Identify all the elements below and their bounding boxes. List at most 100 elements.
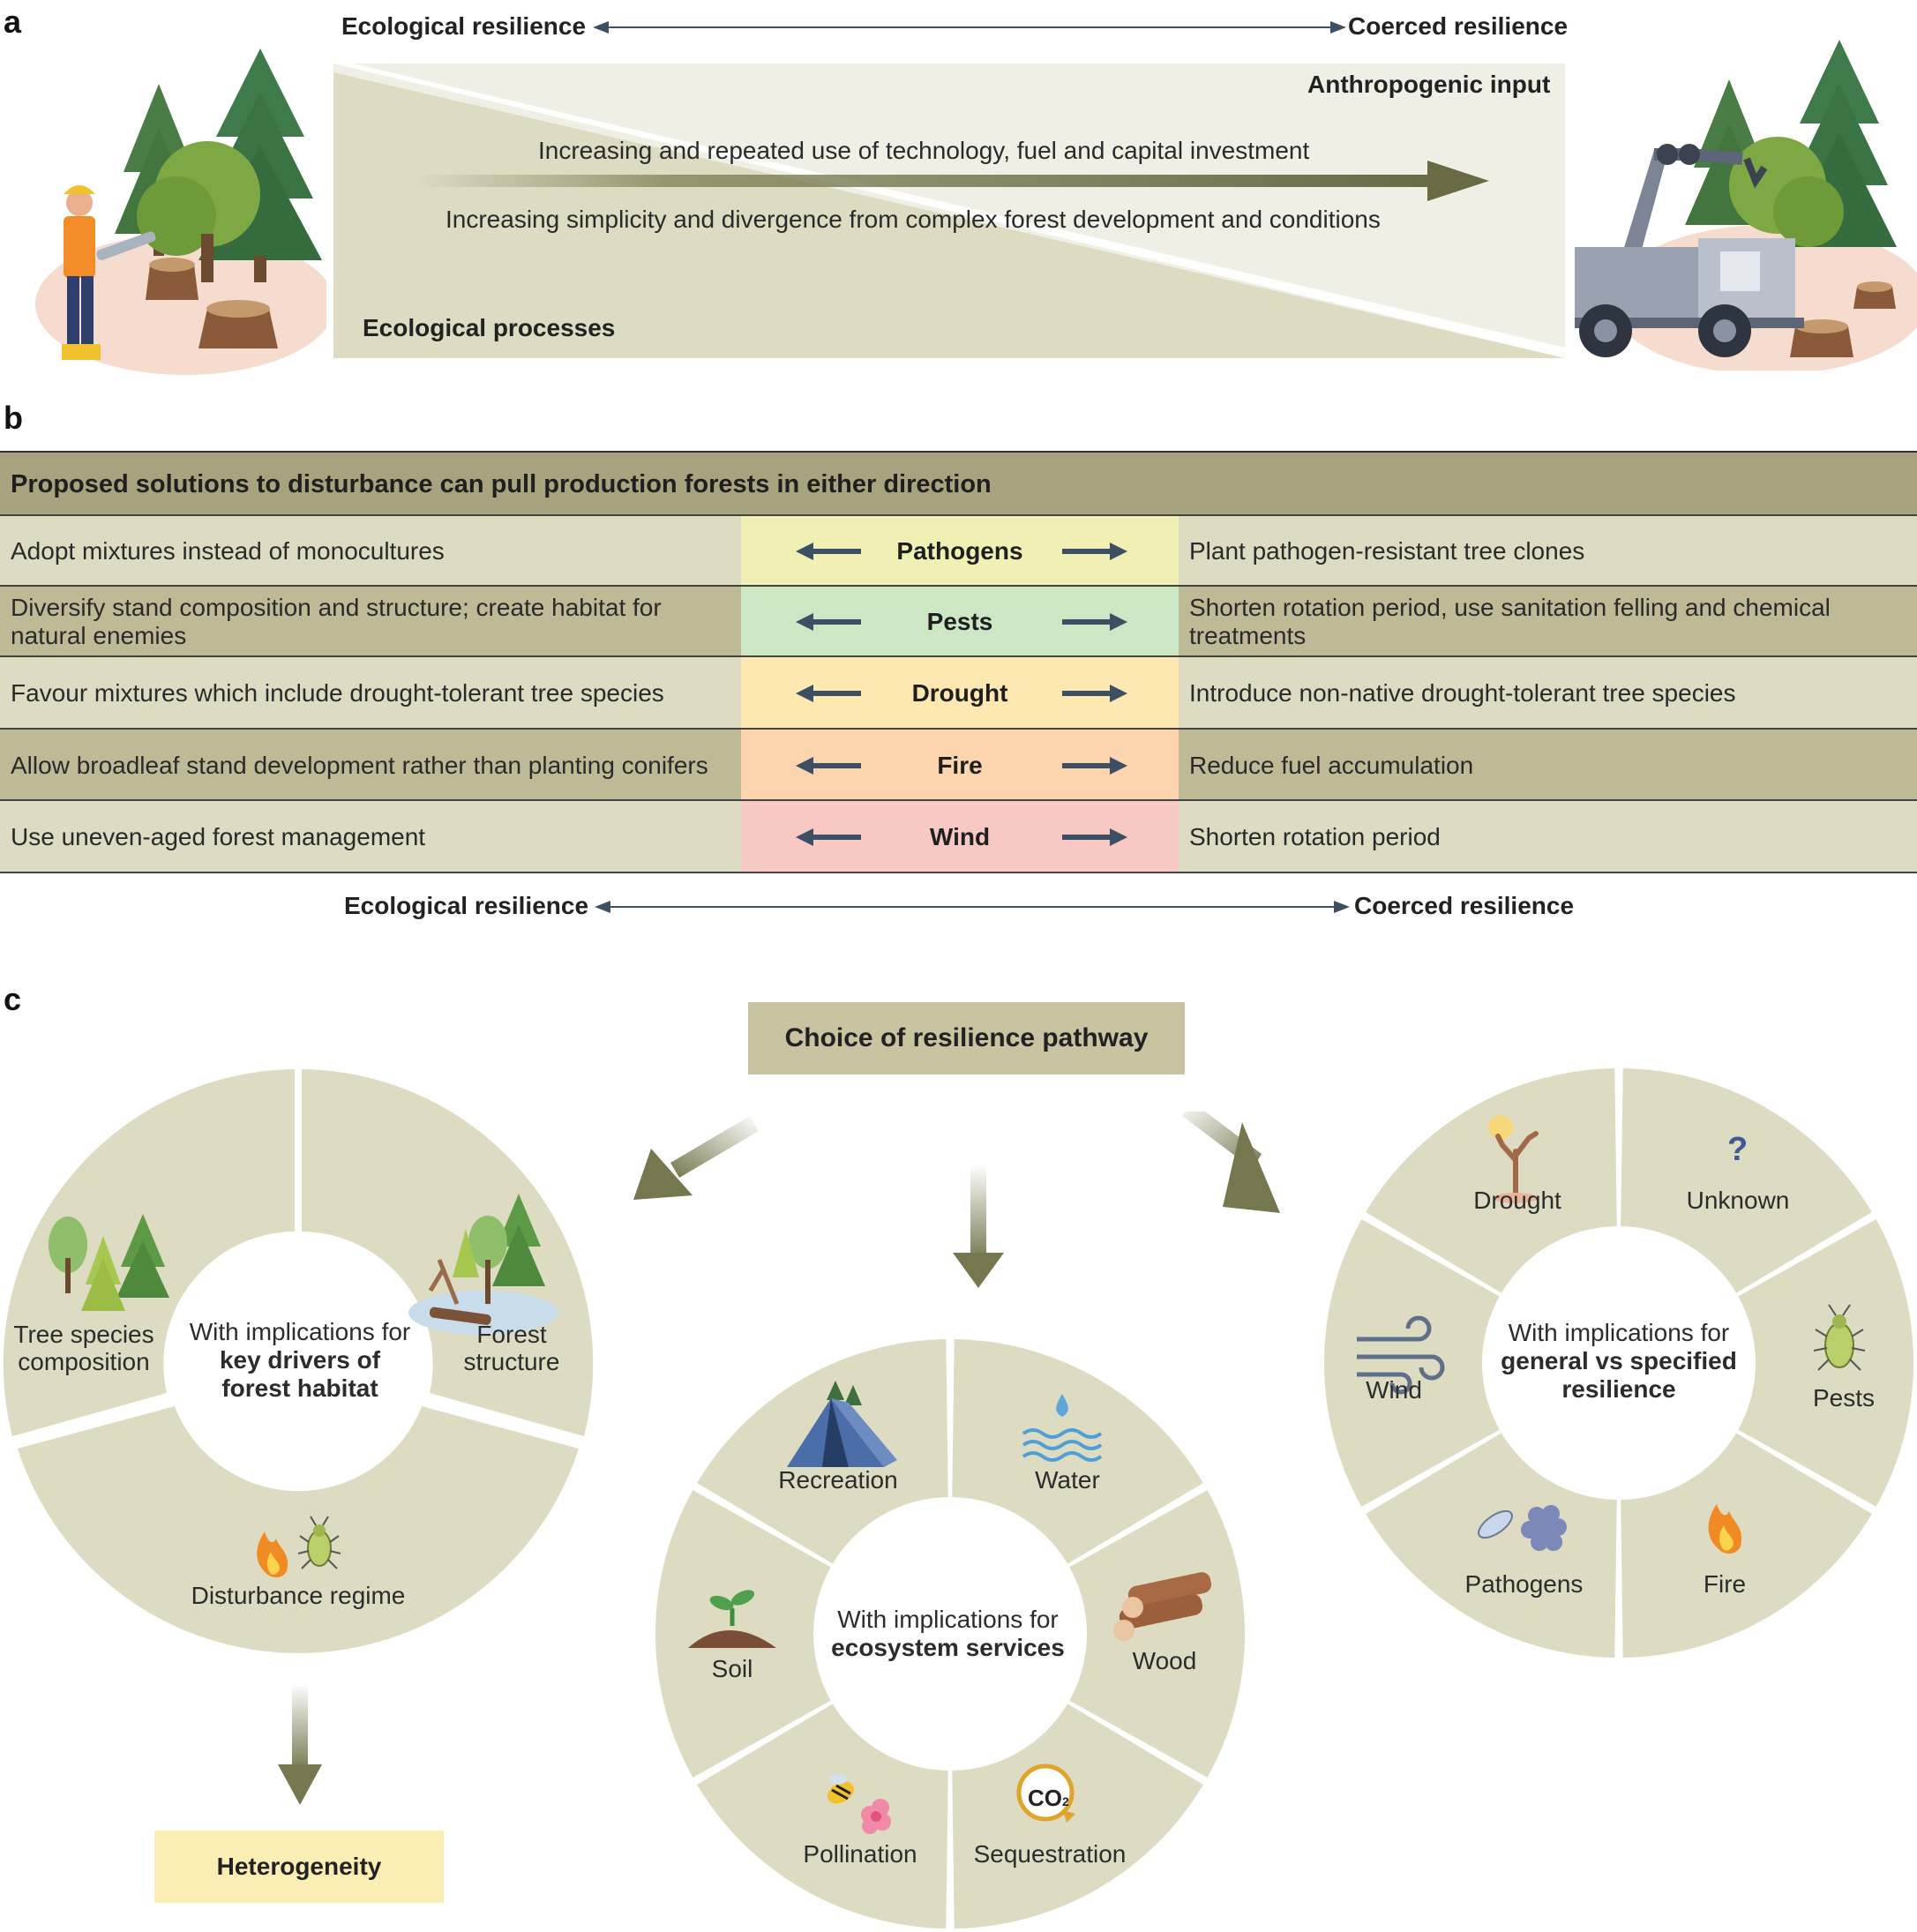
pathway-arrows <box>633 1112 1280 1288</box>
pests-label: Pests <box>1812 1384 1876 1412</box>
choice-of-resilience-pathway-box: Choice of resilience pathway <box>748 1002 1185 1075</box>
tree-species-line1: Tree species <box>13 1321 154 1348</box>
wheel-segment-wind <box>1323 1219 1500 1507</box>
co2-label: CO2 <box>1028 1785 1069 1812</box>
wheel-segment-disturbance <box>18 1406 579 1653</box>
ecological-solution-cell: Use uneven-aged forest management <box>11 823 426 850</box>
arrow-to-services-wheel <box>953 1164 1004 1288</box>
panel-a-label: a <box>4 4 22 40</box>
technology-arrow-head <box>1427 161 1489 201</box>
resilience-center-bold2: resilience <box>1561 1375 1676 1403</box>
arrow-left-icon <box>796 543 861 560</box>
ecological-processes-label: Ecological processes <box>363 314 616 341</box>
resilience-center-bold1: general vs specified <box>1501 1347 1737 1374</box>
pest-bug-icon <box>297 1516 341 1569</box>
co2-sequestration-icon <box>1016 1764 1075 1823</box>
drought-label: Drought <box>1473 1187 1561 1214</box>
co2-subscript: 2 <box>1062 1794 1069 1808</box>
habitat-center-line1: With implications for <box>189 1318 411 1345</box>
wood-label: Wood <box>1132 1647 1197 1674</box>
tree-species-composition-label: Tree species composition <box>9 1321 159 1375</box>
coerced-solution-cell: Introduce non-native drought-tolerant tr… <box>1189 679 1736 707</box>
water-icon <box>1022 1394 1103 1462</box>
wood-logs-icon <box>1113 1572 1212 1641</box>
wheel-segment-fire <box>1621 1433 1872 1658</box>
disturbance-label: Pests <box>926 608 993 635</box>
ecological-solution-cell: Allow broadleaf stand development rather… <box>11 751 708 779</box>
tree-species-line2: composition <box>18 1348 150 1375</box>
pathogen-icon <box>1478 1505 1567 1551</box>
wind-label: Wind <box>1366 1376 1422 1404</box>
top-axis-left-arrowhead <box>593 21 609 34</box>
water-label: Water <box>1035 1466 1100 1494</box>
arrow-to-resilience-wheel <box>1182 1112 1280 1213</box>
arrow-left-icon <box>796 756 861 775</box>
wheel-segment-water <box>952 1339 1203 1564</box>
arrow-left-icon <box>796 828 861 846</box>
services-wheel-center-text: With implications for ecosystem services <box>822 1606 1074 1662</box>
wheel-segment-sequestration <box>952 1704 1203 1928</box>
fire-icon <box>1708 1504 1742 1554</box>
unknown-question-icon: ? <box>1727 1131 1749 1168</box>
recreation-label: Recreation <box>778 1466 898 1494</box>
trees-icon <box>49 1214 169 1311</box>
harvester-machine-icon <box>1575 144 1804 357</box>
disturbance-cell: Pests <box>741 587 1179 657</box>
table-header: Proposed solutions to disturbance can pu… <box>0 451 1917 516</box>
tent-icon <box>787 1381 897 1467</box>
anthropogenic-input-label: Anthropogenic input <box>1307 71 1551 98</box>
coerced-solution-cell: Shorten rotation period <box>1189 823 1441 850</box>
fire-label: Fire <box>1703 1570 1747 1598</box>
top-ecological-resilience-label: Ecological resilience <box>341 12 587 40</box>
fire-icon <box>257 1531 288 1578</box>
broadleaf-tree-icon <box>1729 137 1844 247</box>
disturbance-cell: Pathogens <box>741 516 1179 587</box>
tree-stump-icon <box>146 258 198 300</box>
harvester-illustration <box>1575 40 1917 371</box>
disturbance-label: Pathogens <box>896 537 1023 565</box>
panel-c-label: c <box>4 981 22 1017</box>
disturbance-cell: Fire <box>741 730 1179 801</box>
arrow-to-heterogeneity <box>278 1683 322 1805</box>
services-center-bold: ecosystem services <box>831 1634 1065 1661</box>
resilience-center-line1: With implications for <box>1508 1319 1730 1346</box>
wheel-segment-wood <box>1069 1490 1246 1778</box>
table-row: Favour mixtures which include drought-to… <box>0 655 1917 730</box>
forester-illustration <box>35 49 326 375</box>
panel-b-label: b <box>4 400 23 436</box>
technology-text: Increasing and repeated use of technolog… <box>538 137 1310 164</box>
habitat-center-bold1: key drivers of <box>219 1346 381 1374</box>
wheel-segment-drought <box>1366 1068 1617 1293</box>
arrow-left-icon <box>796 685 861 702</box>
tree-stump-icon <box>198 300 278 348</box>
resilience-types-wheel <box>1323 1068 1914 1658</box>
habitat-center-bold2: forest habitat <box>221 1374 378 1402</box>
bottom-axis-left-arrowhead <box>595 901 610 913</box>
habitat-wheel-center-text: With implications for key drivers of for… <box>176 1318 423 1403</box>
co2-text: CO <box>1028 1785 1062 1811</box>
forest-structure-label: Forest structure <box>446 1321 578 1375</box>
ecosystem-services-wheel <box>655 1339 1246 1928</box>
pest-bug-icon <box>1813 1304 1866 1371</box>
bee-flower-icon <box>827 1774 891 1834</box>
drought-tree-icon <box>1488 1115 1539 1203</box>
coerced-solution-cell: Shorten rotation period, use sanitation … <box>1189 594 1831 649</box>
top-coerced-resilience-label: Coerced resilience <box>1348 12 1569 40</box>
tree-stump-icon <box>1790 319 1853 357</box>
unknown-label: Unknown <box>1686 1187 1790 1214</box>
pollination-label: Pollination <box>803 1840 917 1868</box>
forest-structure-line1: Forest <box>476 1321 547 1348</box>
bottom-axis-right-arrowhead <box>1334 901 1350 913</box>
tree-stump-icon <box>1853 281 1896 309</box>
wheel-segment-pollination <box>697 1704 948 1928</box>
table-header-text: Proposed solutions to disturbance can pu… <box>11 470 992 498</box>
forester-icon <box>62 185 156 360</box>
coerced-solution-cell: Plant pathogen-resistant tree clones <box>1189 537 1585 565</box>
coerced-solution-cell: Reduce fuel accumulation <box>1189 751 1474 779</box>
arrow-right-icon <box>1062 685 1127 702</box>
top-axis-line <box>609 26 1332 28</box>
wheel-segment-forest-structure <box>302 1069 594 1436</box>
table-bottom-border <box>0 872 1917 873</box>
simplicity-text: Increasing simplicity and divergence fro… <box>446 206 1381 233</box>
wind-icon <box>1357 1315 1445 1395</box>
